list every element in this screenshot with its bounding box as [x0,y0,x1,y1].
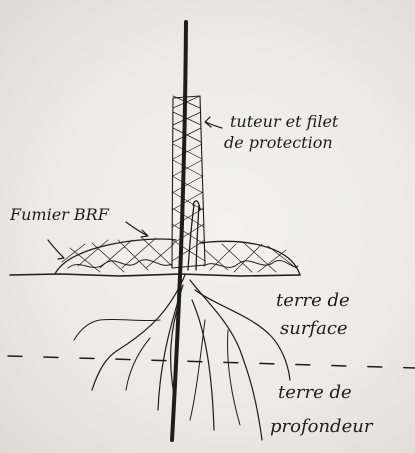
root-system [74,275,290,440]
subsoil-label-line2: profondeur [270,416,374,437]
mulch-mound-right [200,241,300,275]
wooden-stake [172,22,186,440]
topsoil-label-line2: surface [280,318,348,339]
stake-net-sleeve [172,96,205,268]
ground-surface-line [10,274,300,276]
stake-label-line1: tuteur et filet [230,112,339,131]
topsoil-label-line1: terre de [276,290,350,311]
stake-label-line2: de protection [224,133,333,152]
soil-layer-boundary [8,356,415,368]
stake-label-arrow [205,117,222,128]
mulch-label: Fumier BRF [9,205,110,224]
mulch-arrow-1 [48,240,64,259]
subsoil-label-line1: terre de [278,382,352,403]
mulch-mound-left [55,238,176,274]
mulch-arrow-2 [126,222,148,237]
